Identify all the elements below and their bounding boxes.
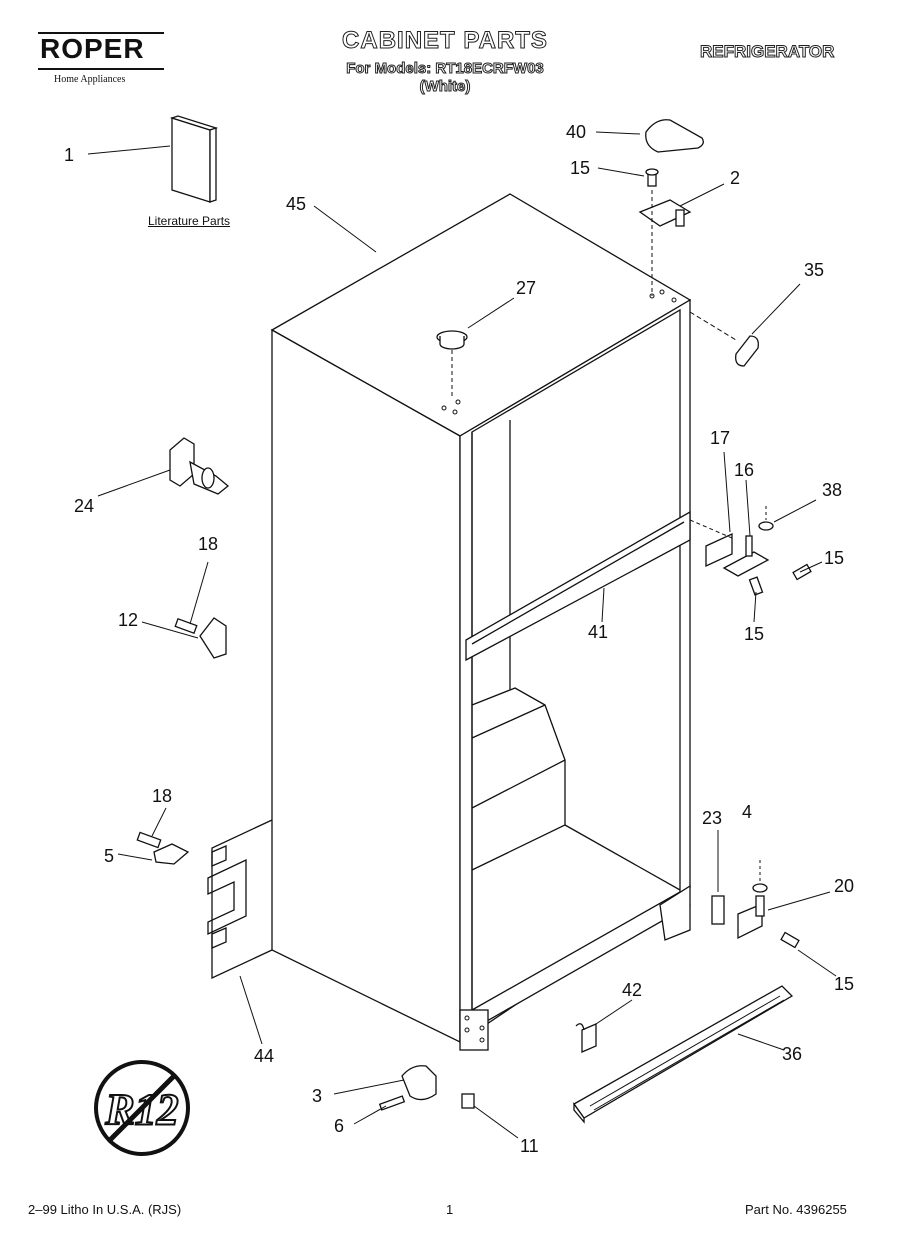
center-hinge-assembly [689,506,812,596]
callout-numbers: 1 2 3 4 5 6 11 12 15 15 15 15 16 17 18 1… [64,122,854,1156]
refrigerator-cabinet [270,193,692,1051]
no-r12-badge: R12 [94,1060,190,1156]
footer-part-number: Part No. 4396255 [745,1202,847,1217]
model-line: For Models: RT18ECRFW03 [346,60,545,78]
callout-36: 36 [782,1044,802,1064]
category-label: REFRIGERATOR [699,42,835,62]
callout-38: 38 [822,480,842,500]
brand-tagline: Home Appliances [54,74,126,85]
callout-17: 17 [710,428,730,448]
callout-15-bottom: 15 [834,974,854,994]
toe-grille [573,985,794,1124]
callout-42: 42 [622,980,642,1000]
callout-20: 20 [834,876,854,896]
callout-35: 35 [804,260,824,280]
callout-leaders [87,131,837,1139]
callout-44: 44 [254,1046,274,1066]
callout-40: 40 [566,122,586,142]
callout-15-center: 15 [744,624,764,644]
callout-3: 3 [312,1086,322,1106]
callout-27: 27 [516,278,536,298]
footer-page-number: 1 [446,1202,454,1217]
callout-15-center-right: 15 [824,548,844,568]
callout-2: 2 [730,168,740,188]
footer-print-info: 2–99 Litho In U.S.A. (RJS) [28,1202,182,1217]
callout-6: 6 [334,1116,344,1136]
callout-18-lower: 18 [152,786,172,806]
callout-15-top: 15 [570,158,590,178]
callout-23: 23 [702,808,722,828]
cabinet-top-cap [436,330,468,396]
back-panel-bracket [207,819,273,980]
callout-45: 45 [286,194,306,214]
color-line: (White) [419,78,471,96]
callout-11: 11 [520,1136,539,1156]
callout-18-upper: 18 [198,534,218,554]
grille-clip [575,1023,597,1053]
hinge-pin-cover [689,311,759,367]
callout-5: 5 [104,846,114,866]
top-hinge [638,190,692,296]
roper-logo: ROPER Home Appliances [36,30,168,85]
logo-frame [38,32,164,70]
center-hinge-bracket-left [174,617,227,659]
callout-24: 24 [74,496,94,516]
literature-parts-label: Literature Parts [148,214,231,228]
callout-41: 41 [588,622,608,642]
literature-booklet [169,115,219,203]
bottom-hinge-assembly [711,860,800,949]
lower-hinge-bracket-left [136,831,190,865]
leveling-assembly [378,1065,475,1111]
callout-1: 1 [64,145,74,165]
hinge-screw-top [645,168,659,187]
door-stop-plug [169,437,230,495]
hinge-cover [645,119,704,153]
page-title: CABINET PARTS [342,27,548,55]
callout-4: 4 [742,802,752,822]
callout-16: 16 [734,460,754,480]
callout-12: 12 [118,610,138,630]
brand-name: ROPER [40,33,145,64]
